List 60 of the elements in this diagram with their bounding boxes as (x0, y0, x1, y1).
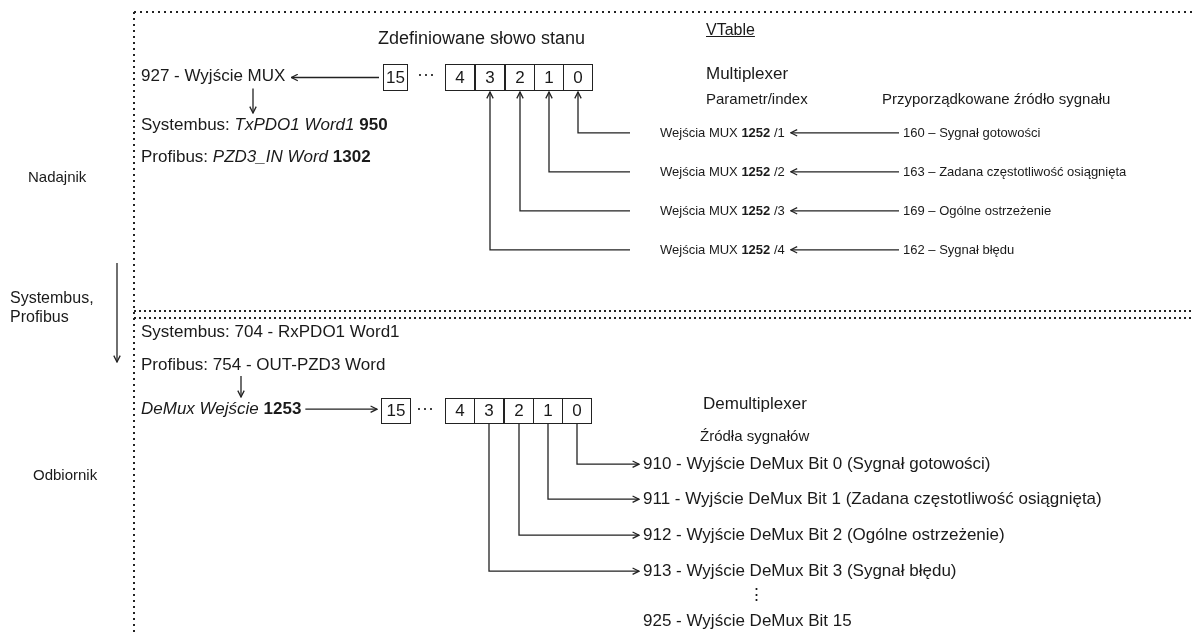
signal-source-text: 160 – Sygnał gotowości (903, 125, 1041, 141)
bit-cell: 2 (505, 64, 535, 91)
signal-source-text: 162 – Sygnał błędu (903, 242, 1015, 258)
ellipsis: ⋮ (748, 585, 765, 606)
bit-cell: 4 (445, 64, 475, 91)
arrow (290, 73, 380, 82)
connector-arrow (545, 91, 631, 173)
demux-output-text: 911 - Wyjście DeMux Bit 1 (Zadana częstotliwość osiągnięta) (643, 489, 1102, 510)
demux-output-text: 925 - Wyjście DeMux Bit 15 (643, 611, 852, 632)
signal-source-text: 169 – Ogólne ostrzeżenie (903, 203, 1052, 219)
arrow (790, 167, 900, 176)
section-label: Nadajnik (28, 168, 87, 186)
bit-cell: 1 (533, 398, 563, 424)
bus-label: Systembus, Profibus (10, 288, 95, 327)
bus-parameter-text: Systembus: 704 - RxPDO1 Word1 (141, 322, 400, 343)
column-heading: Parametr/index (706, 90, 808, 108)
ellipsis: ··· (416, 398, 434, 420)
section-label: Odbiornik (33, 466, 98, 484)
bus-parameter-text: Systembus: TxPDO1 Word1 950 (141, 115, 388, 136)
bit-cell: 0 (563, 64, 593, 91)
arrow (790, 206, 900, 215)
mux-input-text: Wejścia MUX 1252 /3 (660, 203, 785, 219)
bit-cell: 3 (474, 398, 504, 424)
parameter-text: 927 - Wyjście MUX (141, 66, 286, 87)
demux-input-text: DeMux Wejście 1253 (141, 399, 302, 420)
column-heading: Przyporządkowane źródło sygnału (882, 90, 1111, 108)
mux-input-text: Wejścia MUX 1252 /2 (660, 164, 785, 180)
signal-source-text: 163 – Zadana częstotliwość osiągnięta (903, 164, 1127, 180)
bit-cell: 1 (534, 64, 564, 91)
mux-input-text: Wejścia MUX 1252 /4 (660, 242, 785, 258)
bus-parameter-text: Profibus: 754 - OUT-PZD3 Word (141, 355, 386, 376)
bit-cell: 15 (383, 64, 408, 91)
ellipsis: ··· (417, 64, 435, 86)
bus-parameter-text: Profibus: PZD3_IN Word 1302 (141, 147, 371, 168)
column-heading: Multiplexer (706, 64, 789, 85)
connector-arrow (547, 423, 640, 504)
connector-arrow (574, 91, 631, 134)
bit-cell: 0 (562, 398, 592, 424)
bit-cell: 15 (381, 398, 411, 424)
bit-cell: 4 (445, 398, 475, 424)
arrow (790, 128, 900, 137)
arrow (237, 375, 245, 398)
connector-arrow (488, 423, 640, 576)
connector-arrow (516, 91, 631, 212)
bit-cell: 2 (504, 398, 534, 424)
bit-cell: 3 (475, 64, 505, 91)
arrow (304, 405, 378, 414)
arrow (790, 245, 900, 254)
mux-input-text: Wejścia MUX 1252 /1 (660, 125, 785, 141)
demux-output-text: 910 - Wyjście DeMux Bit 0 (Sygnał gotowości) (643, 454, 991, 475)
column-heading: Źródła sygnałów (700, 427, 810, 445)
connector-arrow (518, 423, 640, 540)
connector-arrow (486, 91, 631, 251)
table-heading: VTable (706, 20, 755, 40)
connector-arrow (576, 423, 640, 469)
demux-output-text: 912 - Wyjście DeMux Bit 2 (Ogólne ostrzeżenie) (643, 525, 1005, 546)
demux-output-text: 913 - Wyjście DeMux Bit 3 (Sygnał błędu) (643, 561, 957, 582)
heading: Zdefiniowane słowo stanu (378, 28, 586, 50)
column-heading: Demultiplexer (703, 394, 807, 415)
arrow (249, 87, 257, 114)
